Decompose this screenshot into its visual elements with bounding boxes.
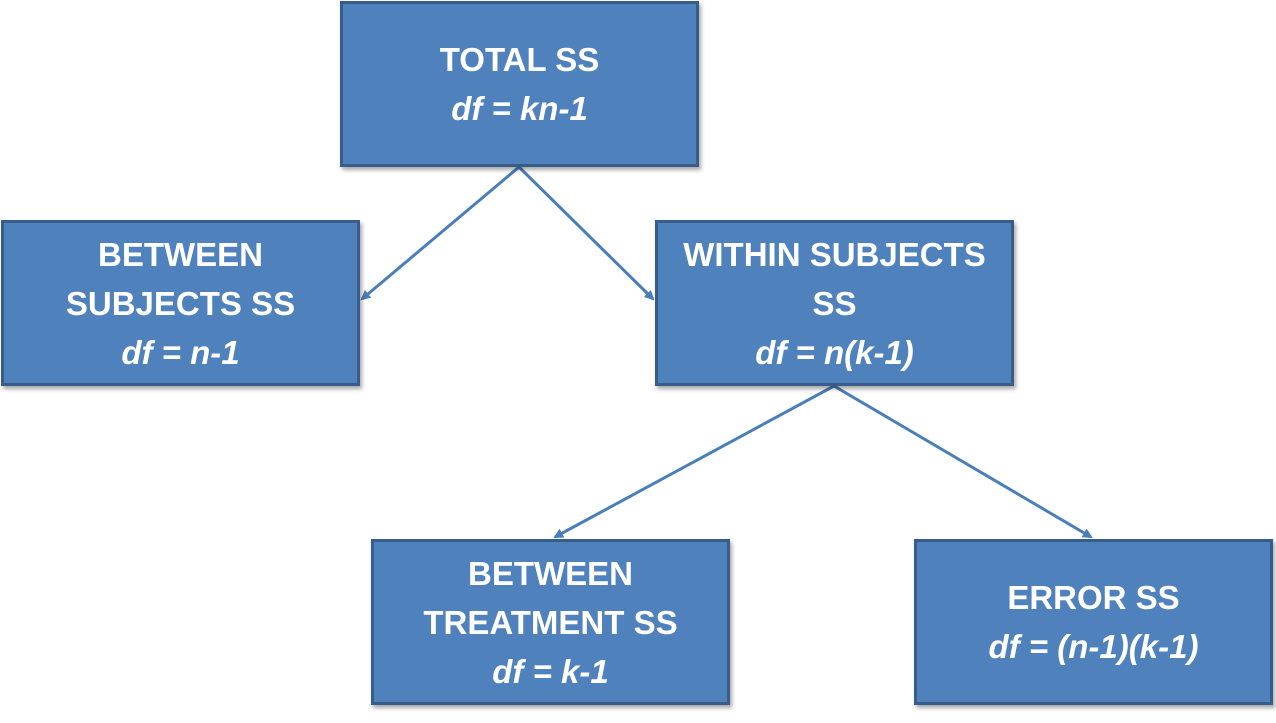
within-subjects-ss-box: WITHIN SUBJECTS SS df = n(k-1) (655, 220, 1014, 386)
total-ss-df: df = kn-1 (451, 90, 588, 127)
total-ss-box: TOTAL SS df = kn-1 (340, 1, 699, 167)
edge-total-to-within-subjects (517, 165, 655, 301)
total-ss-title: TOTAL SS (439, 41, 600, 78)
between-treatment-df: df = k-1 (492, 652, 609, 690)
between-treatment-title-line-2: TREATMENT SS (423, 603, 678, 641)
within-subjects-df: df = n(k-1) (755, 333, 914, 371)
within-subjects-title-line-1: WITHIN SUBJECTS (683, 235, 986, 273)
between-treatment-title-line-1: BETWEEN (468, 554, 633, 592)
edge-within-to-error (833, 384, 1093, 539)
between-treatment-ss-box: BETWEEN TREATMENT SS df = k-1 (371, 539, 730, 705)
edge-within-to-between-treatment (553, 384, 835, 539)
error-ss-df: df = (n-1)(k-1) (988, 628, 1199, 665)
error-ss-title: ERROR SS (1007, 579, 1180, 616)
edge-total-to-between-subjects (360, 165, 520, 301)
between-subjects-df: df = n-1 (121, 333, 240, 371)
between-subjects-title-line-1: BETWEEN (98, 235, 263, 273)
error-ss-box: ERROR SS df = (n-1)(k-1) (914, 539, 1273, 705)
between-subjects-title-line-2: SUBJECTS SS (65, 284, 296, 322)
within-subjects-title-line-2: SS (812, 284, 857, 322)
between-subjects-ss-box: BETWEEN SUBJECTS SS df = n-1 (1, 220, 360, 386)
